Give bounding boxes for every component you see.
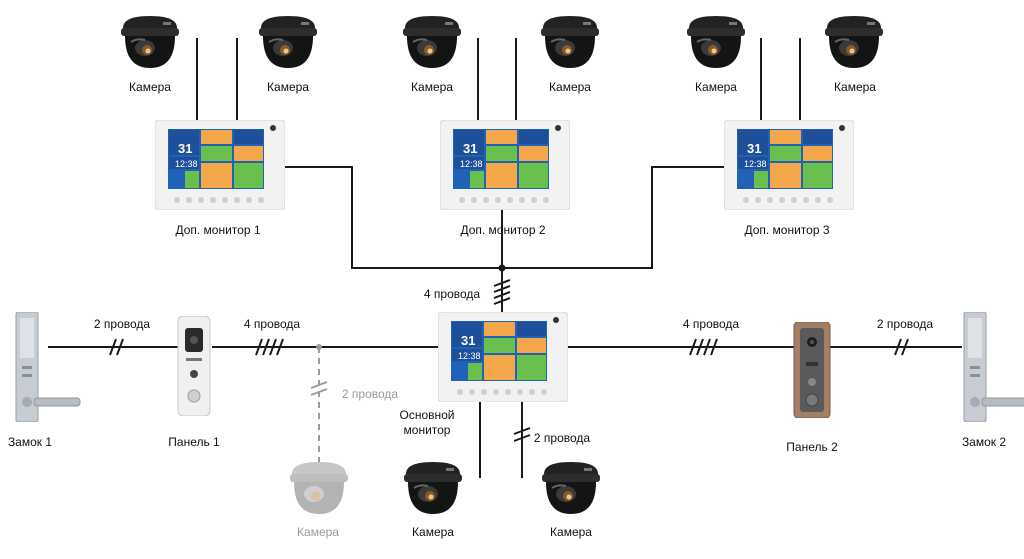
camera-icon: [824, 15, 884, 69]
wire-label-lock1: 2 провода: [94, 317, 151, 331]
wire-label-panel2: 4 провода: [683, 317, 740, 331]
camera-icon: [403, 461, 463, 515]
camera-label: Камера: [129, 80, 171, 94]
camera-icon: [258, 15, 318, 69]
camera-label: Камера: [549, 80, 591, 94]
wire-label-main-cam: 2 провода: [534, 431, 591, 445]
junction-bus: [498, 264, 506, 272]
wire-label-lock2: 2 провода: [877, 317, 934, 331]
monitor-label-3: Доп. монитор 3: [744, 223, 829, 237]
camera-label: Камера: [412, 525, 454, 539]
camera-icon: [541, 461, 601, 515]
wire-ticks: [109, 279, 909, 442]
screen-date: 31: [747, 141, 761, 156]
screen-time: 12:38: [175, 159, 198, 169]
wire-label-panel1: 4 провода: [244, 317, 301, 331]
camera-label: Камера: [550, 525, 592, 539]
main-monitor-label: монитор: [404, 423, 451, 437]
camera-icon: [686, 15, 746, 69]
camera-label: Камера: [411, 80, 453, 94]
camera-icon: [402, 15, 462, 69]
camera-icon-optional: [290, 462, 348, 514]
main-monitor-label: Основной: [399, 408, 454, 422]
camera-label: Камера: [267, 80, 309, 94]
camera-label: Камера: [695, 80, 737, 94]
panel-label-1: Панель 1: [168, 435, 220, 449]
screen-time: 12:38: [744, 159, 767, 169]
screen-time: 12:38: [458, 351, 481, 361]
screen-time: 12:38: [460, 159, 483, 169]
lock-icon: [963, 312, 1024, 422]
monitor-label-1: Доп. монитор 1: [175, 223, 260, 237]
camera-icon: [120, 15, 180, 69]
screen-date: 31: [463, 141, 477, 156]
screen-texts: 31 12:38 31 12:38 31 12:38 31 12:38: [175, 141, 767, 361]
call-panel-icon: [793, 322, 831, 418]
lock-label-1: Замок 1: [8, 435, 52, 449]
panel-label-2: Панель 2: [786, 440, 838, 454]
wire-ticks-optional: [310, 381, 328, 396]
camera-icon: [540, 15, 600, 69]
lock-label-2: Замок 2: [962, 435, 1006, 449]
monitor-label-2: Доп. монитор 2: [460, 223, 545, 237]
wire-label-optional: 2 провода: [342, 387, 399, 401]
camera-label: Камера: [834, 80, 876, 94]
wire-label-top: 4 провода: [424, 287, 481, 301]
call-panel-icon: [177, 316, 211, 416]
camera-label-optional: Камера: [297, 525, 339, 539]
screen-date: 31: [461, 333, 475, 348]
lock-icon: [15, 312, 81, 422]
screen-date: 31: [178, 141, 192, 156]
junction-optional: [316, 344, 322, 350]
